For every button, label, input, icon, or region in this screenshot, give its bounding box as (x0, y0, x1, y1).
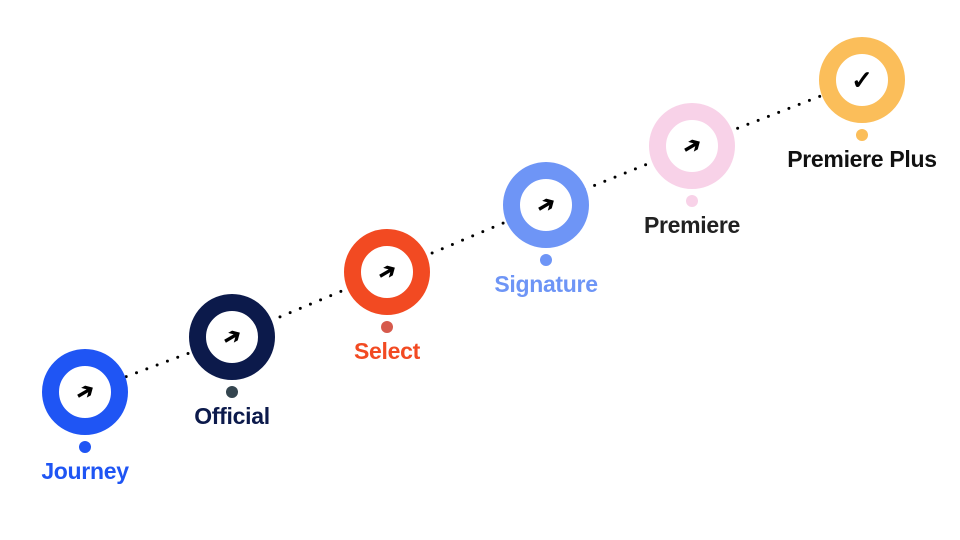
arrow-icon: ➔ (70, 376, 99, 408)
arrow-icon: ➔ (677, 130, 706, 162)
step-marker-dot (381, 321, 393, 333)
step-ring: ✓ (819, 37, 905, 123)
step-marker-dot (226, 386, 238, 398)
step-ring: ➔ (189, 294, 275, 380)
check-icon: ✓ (851, 65, 873, 95)
step-marker-dot (540, 254, 552, 266)
step-marker-dot (856, 129, 868, 141)
step-label: Journey (41, 458, 129, 484)
step-ring: ➔ (649, 103, 735, 189)
step-marker-dot (686, 195, 698, 207)
step-label: Signature (494, 271, 598, 297)
step-label: Premiere (643, 212, 741, 238)
step-label: Official (194, 403, 270, 429)
step-marker-dot (79, 441, 91, 453)
step-ring: ➔ (42, 349, 128, 435)
step-label: Select (354, 338, 420, 364)
step-label: Premiere Plus (787, 146, 937, 172)
